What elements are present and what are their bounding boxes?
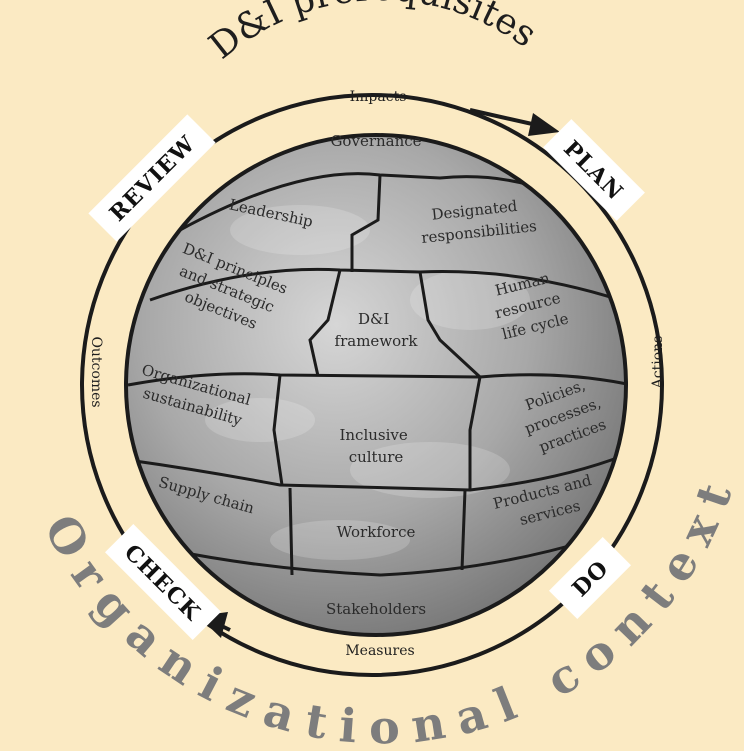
piece-inclusive-culture: Inclusive culture — [339, 426, 412, 466]
piece-governance: Governance — [330, 132, 421, 150]
cycle-outcomes-label: Outcomes — [88, 336, 104, 407]
top-title: D&I prerequisites — [202, 0, 544, 67]
piece-di-framework: D&I framework — [335, 310, 419, 350]
piece-stakeholders: Stakeholders — [326, 600, 426, 618]
review-label: REVIEW — [105, 131, 201, 227]
puzzle-seams — [127, 172, 626, 577]
globe-sphere — [126, 135, 626, 635]
arrow-head-plan — [528, 113, 560, 136]
cycle-impacts-label: Impacts — [350, 89, 407, 105]
globe — [124, 133, 628, 637]
cycle-measures-label: Measures — [345, 643, 414, 659]
plan-box: PLAN — [543, 119, 645, 221]
globe-outline — [124, 133, 628, 637]
pdca-cycle-ring — [80, 93, 664, 677]
cycle-actions-label: Actions — [650, 336, 666, 390]
piece-workforce: Workforce — [337, 523, 416, 541]
